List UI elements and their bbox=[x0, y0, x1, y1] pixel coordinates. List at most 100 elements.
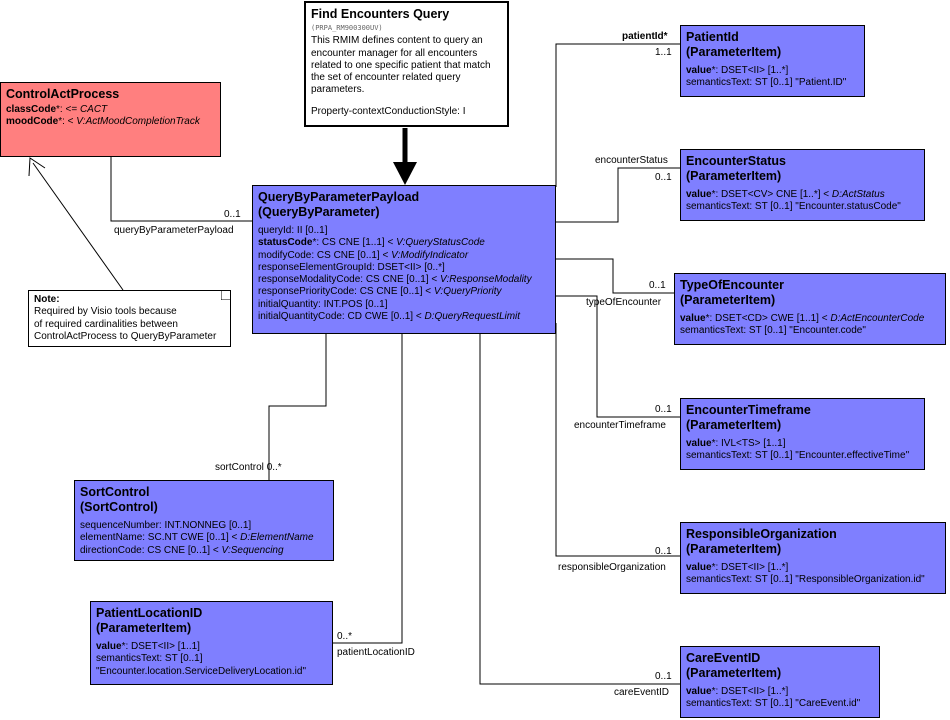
line-encounter-timeframe bbox=[556, 295, 680, 418]
sort-control-box: SortControl (SortControl) sequenceNumber… bbox=[74, 480, 334, 561]
attr-value: value*: DSET<II> [1..*] bbox=[686, 562, 789, 573]
attr-status-code: statusCode*: CS CNE [1..1] < V:QueryStat… bbox=[258, 237, 485, 249]
encounter-status-name: encounterStatus bbox=[595, 155, 668, 166]
encounter-timeframe-card: 0..1 bbox=[655, 404, 672, 415]
attr-value: value*: DSET<CV> CNE [1..*] < D:ActStatu… bbox=[686, 189, 885, 200]
encounter-timeframe-name: encounterTimeframe bbox=[574, 420, 666, 431]
type-of-encounter-name: typeOfEncounter bbox=[586, 297, 662, 308]
param-subtitle: (ParameterItem) bbox=[686, 418, 782, 432]
patient-location-id-box: PatientLocationID (ParameterItem) value*… bbox=[90, 601, 333, 685]
encounter-timeframe-box: EncounterTimeframe (ParameterItem) value… bbox=[680, 398, 925, 470]
patient-location-attrs: value*: DSET<II> [1..1] semanticsText: S… bbox=[96, 641, 327, 678]
control-act-process-box: ControlActProcess classCode*: <= CACT mo… bbox=[0, 82, 221, 157]
line-query-by-parameter-payload bbox=[110, 157, 252, 222]
responsible-organization-name: responsibleOrganization bbox=[558, 562, 666, 573]
payload-attrs: queryId: II [0..1] statusCode*: CS CNE [… bbox=[258, 225, 550, 323]
patient-location-subtitle: (ParameterItem) bbox=[96, 621, 192, 635]
patient-id-card: 1..1 bbox=[655, 47, 672, 58]
attr-initial-quantity: initialQuantity: INT.POS [0..1] bbox=[258, 298, 388, 310]
attr-semantics-text: semanticsText: ST [0..1] "Encounter.stat… bbox=[686, 201, 901, 213]
find-arrow-head bbox=[393, 162, 417, 185]
line-encounter-status bbox=[556, 167, 680, 223]
line-care-event-id bbox=[479, 334, 680, 685]
responsible-organization-card: 0..1 bbox=[655, 546, 672, 557]
type-of-encounter-card: 0..1 bbox=[649, 280, 666, 291]
class-code-attr: classCode*: <= CACT bbox=[6, 104, 108, 115]
attr-semantics-text: semanticsText: ST [0..1] "Encounter.effe… bbox=[686, 450, 910, 462]
note-arrow-head bbox=[28, 157, 46, 177]
line-responsible-organization bbox=[555, 323, 680, 557]
care-event-id-card: 0..1 bbox=[655, 671, 672, 682]
attr-semantics-text-value: "Encounter.location.ServiceDeliveryLocat… bbox=[96, 665, 306, 677]
payload-title: QueryByParameterPayload bbox=[258, 190, 420, 204]
note-line-1: Required by Visio tools because bbox=[34, 306, 177, 318]
line-patient-id bbox=[555, 43, 680, 187]
attr-semantics-text: semanticsText: ST [0..1] "ResponsibleOrg… bbox=[686, 574, 925, 586]
attr-initial-quantity-code: initialQuantityCode: CD CWE [0..1] < D:Q… bbox=[258, 311, 521, 323]
param-attrs: value*: DSET<CD> CWE [1..1] < D:ActEncou… bbox=[680, 313, 940, 338]
param-attrs: value*: DSET<CV> CNE [1..*] < D:ActStatu… bbox=[686, 189, 919, 214]
param-title: ResponsibleOrganization bbox=[686, 527, 837, 541]
sort-control-subtitle: (SortControl) bbox=[80, 500, 158, 514]
param-title: EncounterStatus bbox=[686, 154, 787, 168]
note-fold-corner bbox=[221, 291, 230, 300]
attr-semantics-text: semanticsText: ST [0..1] "Patient.ID" bbox=[686, 77, 847, 89]
param-attrs: value*: DSET<II> [1..*] semanticsText: S… bbox=[686, 65, 859, 90]
sort-control-card: 0..* bbox=[266, 462, 282, 473]
payload-subtitle: (QueryByParameter) bbox=[258, 205, 380, 219]
attr-modify-code: modifyCode: CS CNE [0..1] < V:ModifyIndi… bbox=[258, 249, 469, 261]
sort-control-name: sortControl bbox=[215, 462, 264, 473]
find-encounters-query-box: Find Encounters Query (PRPA_RM900300UV) … bbox=[304, 1, 509, 127]
patient-location-id-name: patientLocationID bbox=[337, 647, 415, 658]
note-arrow-line bbox=[32, 162, 124, 291]
line-patient-location-id bbox=[333, 334, 403, 644]
control-act-title: ControlActProcess bbox=[6, 87, 120, 101]
param-subtitle: (ParameterItem) bbox=[686, 666, 782, 680]
attr-value: value*: IVL<TS> [1..1] bbox=[686, 438, 786, 449]
param-subtitle: (ParameterItem) bbox=[680, 293, 776, 307]
attr-value: value*: DSET<II> [1..*] bbox=[686, 686, 789, 697]
find-query-title: Find Encounters Query bbox=[311, 7, 450, 21]
attr-value: value*: DSET<II> [1..*] bbox=[686, 65, 789, 76]
param-title: CareEventID bbox=[686, 651, 761, 665]
query-by-parameter-payload-box: QueryByParameterPayload (QueryByParamete… bbox=[252, 185, 556, 334]
attr-semantics-text: semanticsText: ST [0..1] bbox=[96, 653, 203, 665]
attr-sequence-number: sequenceNumber: INT.NONNEG [0..1] bbox=[80, 520, 252, 531]
param-attrs: value*: IVL<TS> [1..1] semanticsText: ST… bbox=[686, 438, 919, 463]
patient-location-title: PatientLocationID bbox=[96, 606, 203, 620]
param-attrs: value*: DSET<II> [1..*] semanticsText: S… bbox=[686, 562, 940, 587]
attr-response-element-group-id: responseElementGroupId: DSET<II> [0..*] bbox=[258, 261, 445, 273]
sort-control-assoc: sortControl 0..* bbox=[215, 462, 282, 473]
param-title: TypeOfEncounter bbox=[680, 278, 784, 292]
attr-direction-code: directionCode: CS CNE [0..1] < V:Sequenc… bbox=[80, 544, 284, 556]
line-sort-control bbox=[268, 334, 327, 480]
encounter-status-box: EncounterStatus (ParameterItem) value*: … bbox=[680, 149, 925, 221]
line-type-of-encounter bbox=[556, 258, 674, 294]
attr-semantics-text: semanticsText: ST [0..1] "Encounter.code… bbox=[680, 325, 866, 337]
sort-control-attrs: sequenceNumber: INT.NONNEG [0..1] elemen… bbox=[80, 520, 328, 557]
find-query-code: (PRPA_RM900300UV) bbox=[311, 24, 383, 32]
note-title: Note: bbox=[34, 294, 60, 305]
param-title: EncounterTimeframe bbox=[686, 403, 811, 417]
param-attrs: value*: DSET<II> [1..*] semanticsText: S… bbox=[686, 686, 874, 711]
qbpp-card: 0..1 bbox=[224, 209, 241, 220]
attr-response-modality-code: responseModalityCode: CS CNE [0..1] < V:… bbox=[258, 274, 532, 286]
note-line-2: of required cardinalities between bbox=[34, 318, 178, 330]
attr-value: value*: DSET<CD> CWE [1..1] < D:ActEncou… bbox=[680, 313, 925, 324]
encounter-status-card: 0..1 bbox=[655, 172, 672, 183]
note-line-3: ControlActProcess to QueryByParameter bbox=[34, 330, 217, 342]
param-subtitle: (ParameterItem) bbox=[686, 542, 782, 556]
patient-location-id-card: 0..* bbox=[337, 631, 353, 642]
attr-query-id: queryId: II [0..1] bbox=[258, 225, 328, 236]
attr-response-priority-code: responsePriorityCode: CS CNE [0..1] < V:… bbox=[258, 286, 502, 298]
type-of-encounter-box: TypeOfEncounter (ParameterItem) value*: … bbox=[674, 273, 946, 345]
param-subtitle: (ParameterItem) bbox=[686, 169, 782, 183]
find-query-property: Property-contextConductionStyle: I bbox=[311, 105, 466, 117]
note-box: Note: Required by Visio tools because of… bbox=[28, 290, 231, 347]
responsible-organization-box: ResponsibleOrganization (ParameterItem) … bbox=[680, 522, 946, 594]
attr-semantics-text: semanticsText: ST [0..1] "CareEvent.id" bbox=[686, 698, 861, 710]
attr-value: value*: DSET<II> [1..1] bbox=[96, 641, 200, 652]
patient-id-box: PatientId (ParameterItem) value*: DSET<I… bbox=[680, 25, 865, 97]
sort-control-title: SortControl bbox=[80, 485, 150, 499]
